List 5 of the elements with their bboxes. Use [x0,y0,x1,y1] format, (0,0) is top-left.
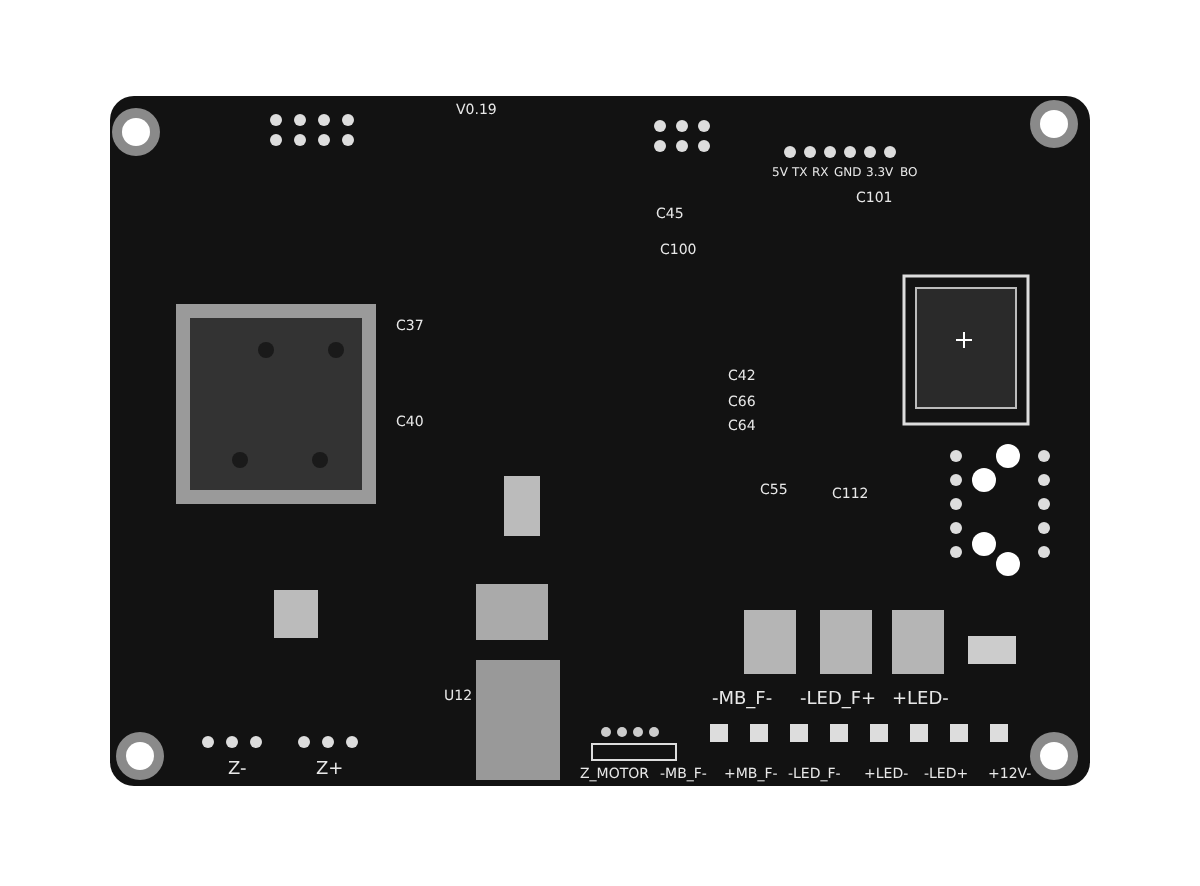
terminal-label: Z- [228,762,247,780]
terminal-label: -LED_F+ [800,692,877,710]
terminal-label: -MB_F- [712,692,773,710]
terminal-label: +LED- [892,692,949,710]
terminal-label: Z+ [316,762,344,780]
